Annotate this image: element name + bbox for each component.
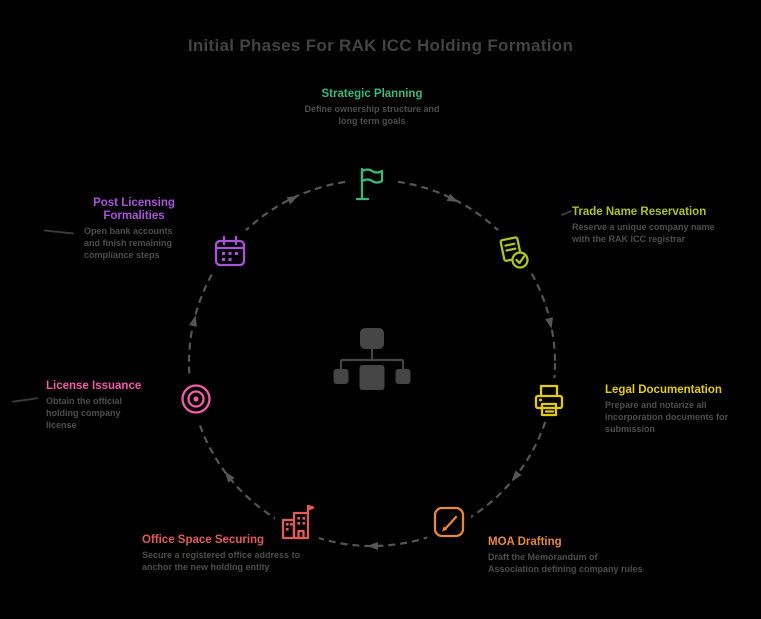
- step-title: Post Licensing Formalities: [93, 197, 175, 223]
- page-title: Initial Phases For RAK ICC Holding Forma…: [187, 36, 574, 55]
- flow-arrow-icon: [545, 317, 553, 329]
- flow-arrow-icon: [367, 542, 378, 550]
- flow-arrow-icon: [446, 193, 459, 203]
- step-title: Trade Name Reservation: [572, 206, 707, 218]
- step-title: License Issuance: [46, 380, 142, 392]
- step-description: Open bank accounts and finish remaining …: [84, 226, 173, 260]
- step-strategic-planning: Strategic Planning Define ownership stru…: [250, 88, 494, 128]
- icon-plate: [527, 378, 571, 422]
- step-description: Obtain the official holding company lice…: [46, 396, 123, 430]
- step-title: Strategic Planning: [321, 88, 423, 100]
- flow-arrow-icon: [189, 315, 197, 327]
- step-trade-name-reservation: Trade Name Reservation Reserve a unique …: [572, 206, 722, 246]
- step-description: Prepare and notarize all incorporation d…: [605, 400, 729, 434]
- license-card-icon: [214, 235, 246, 267]
- cycle-ring: [187, 178, 557, 548]
- step-post-licensing-formalities: Post Licensing Formalities Open bank acc…: [84, 197, 184, 262]
- document-check-icon: [499, 236, 529, 269]
- icon-plate: [349, 162, 393, 206]
- step-description: Reserve a unique company name with the R…: [572, 222, 715, 244]
- step-office-space-securing: Office Space Securing Secure a registere…: [142, 534, 317, 574]
- printer-icon: [534, 384, 564, 417]
- step-description: Draft the Memorandum of Association defi…: [488, 552, 643, 574]
- pen-document-icon: [433, 506, 465, 538]
- seal-icon: [181, 384, 211, 414]
- flow-arrow-icon: [286, 195, 299, 205]
- step-legal-documentation: Legal Documentation Prepare and notarize…: [605, 384, 750, 435]
- step-title: MOA Drafting: [488, 536, 562, 548]
- step-description: Define ownership structure and long term…: [304, 104, 440, 126]
- step-license-issuance: License Issuance Obtain the official hol…: [46, 380, 151, 431]
- step-title: Office Space Securing: [142, 534, 265, 546]
- icon-plate: [427, 500, 471, 544]
- step-moa-drafting: MOA Drafting Draft the Memorandum of Ass…: [488, 536, 648, 576]
- flag-icon: [355, 167, 384, 201]
- step-title: Legal Documentation: [605, 384, 722, 396]
- flow-arrow-icon: [224, 471, 235, 483]
- hierarchy-icon: [333, 328, 411, 390]
- flow-arrow-icon: [511, 470, 522, 482]
- building-icon: [281, 504, 315, 540]
- step-description: Secure a registered office address to an…: [142, 550, 301, 572]
